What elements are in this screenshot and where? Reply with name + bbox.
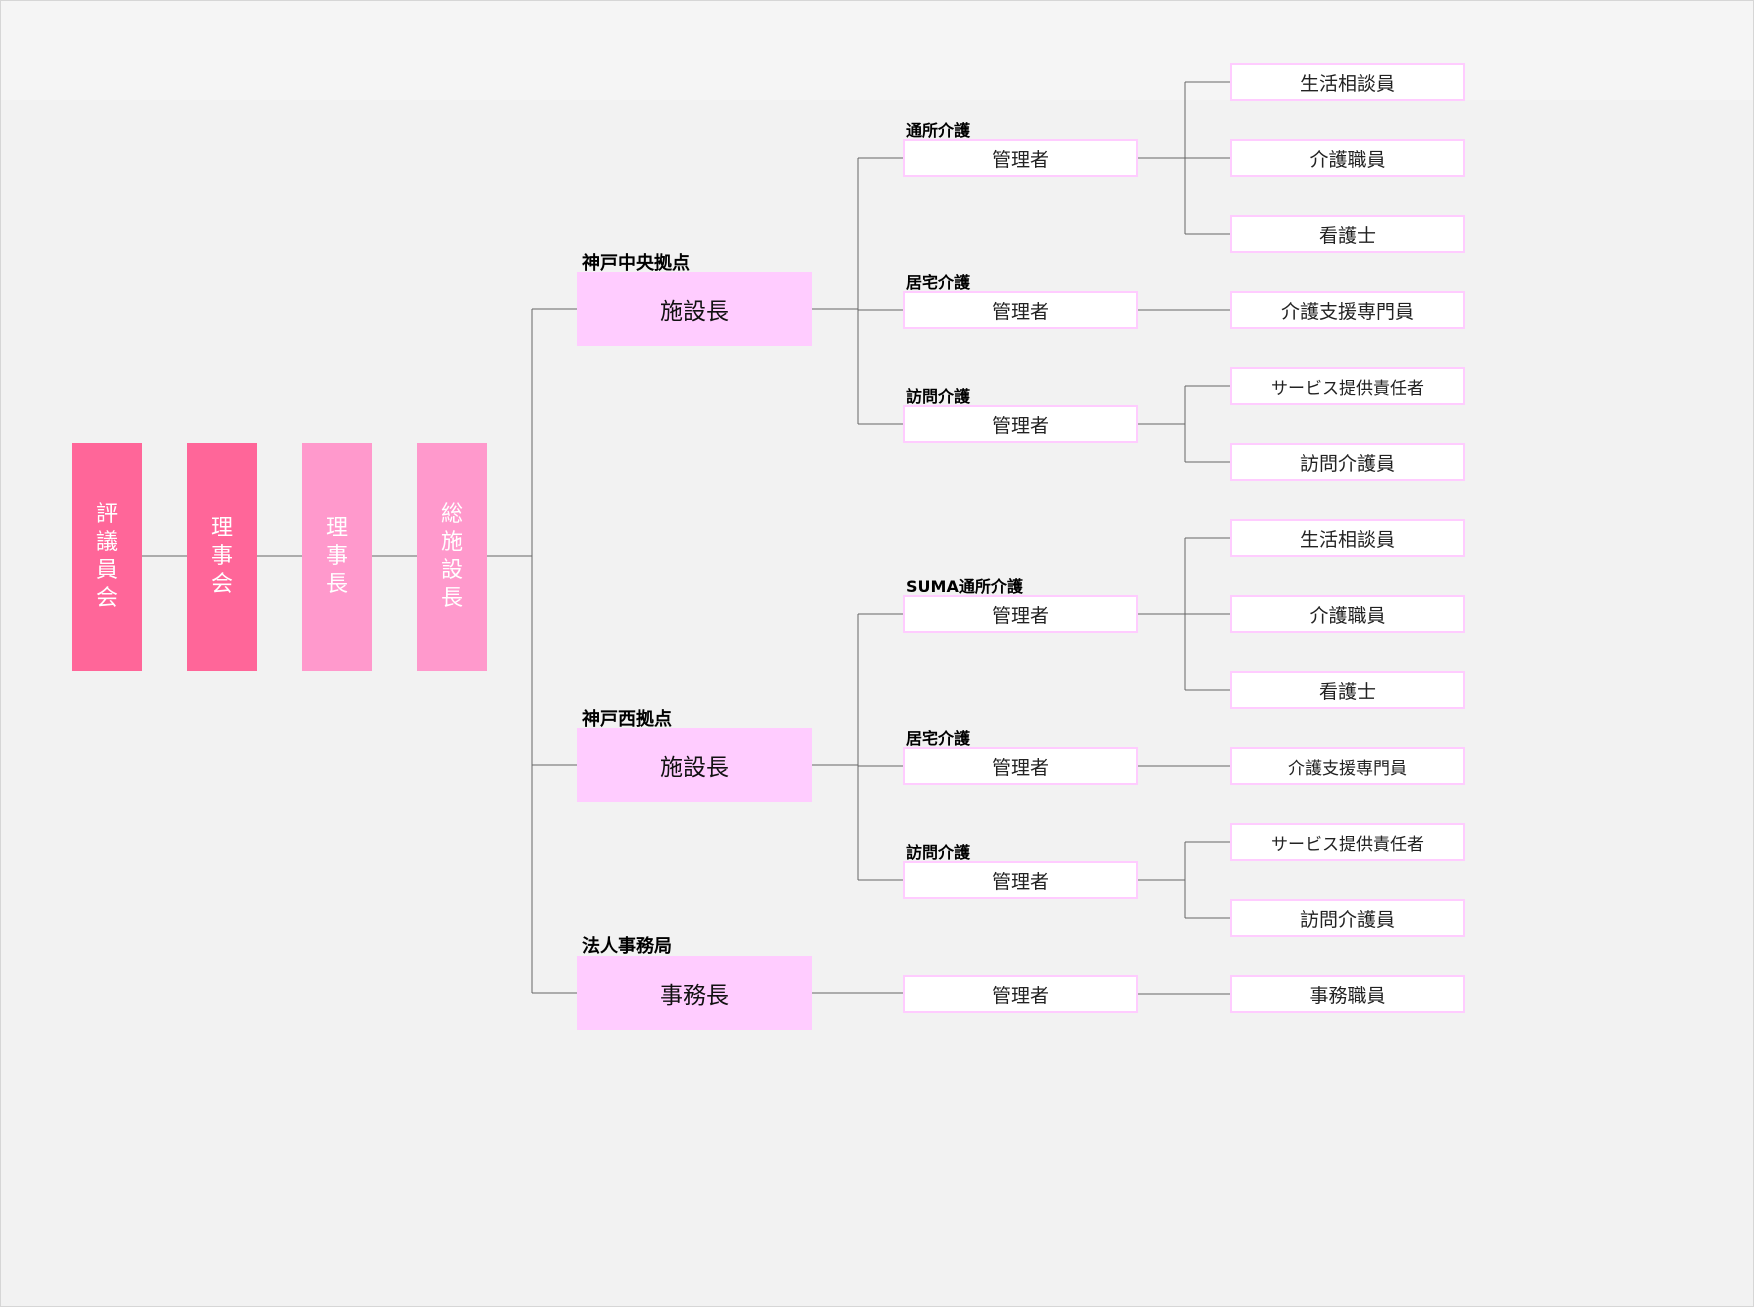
board-box: 理事会 (187, 443, 257, 671)
manager-box: 管理者 (903, 595, 1138, 633)
general-director-box: 総施設長 (417, 443, 487, 671)
staff-box: 介護職員 (1230, 595, 1465, 633)
staff-box: 看護士 (1230, 215, 1465, 253)
staff-box: サービス提供責任者 (1230, 823, 1465, 861)
unit-label: 通所介護 (906, 121, 971, 140)
staff-box: 生活相談員 (1230, 519, 1465, 557)
general-director-label: 総施設長 (440, 502, 463, 611)
unit-label: 訪問介護 (906, 387, 971, 406)
manager-box: 管理者 (903, 291, 1138, 329)
staff-box: 介護支援専門員 (1230, 747, 1465, 785)
council-label: 評議員会 (95, 502, 118, 611)
office-head-box: 事務長 (577, 956, 812, 1030)
staff-box: 事務職員 (1230, 975, 1465, 1013)
unit-label: 居宅介護 (906, 273, 971, 292)
staff-box: 介護支援専門員 (1230, 291, 1465, 329)
chairman-box: 理事長 (302, 443, 372, 671)
chairman-label: 理事長 (325, 516, 348, 597)
section-label: 神戸西拠点 (582, 709, 672, 730)
council-box: 評議員会 (72, 443, 142, 671)
manager-box: 管理者 (903, 975, 1138, 1013)
staff-box: 訪問介護員 (1230, 443, 1465, 481)
unit-label: SUMA通所介護 (906, 577, 1023, 596)
manager-box: 管理者 (903, 405, 1138, 443)
staff-box: 生活相談員 (1230, 63, 1465, 101)
manager-box: 管理者 (903, 861, 1138, 899)
unit-label: 居宅介護 (906, 729, 971, 748)
section-label: 神戸中央拠点 (582, 253, 690, 274)
staff-box: 看護士 (1230, 671, 1465, 709)
manager-box: 管理者 (903, 139, 1138, 177)
manager-box: 管理者 (903, 747, 1138, 785)
section-label: 法人事務局 (582, 936, 672, 957)
staff-box: 介護職員 (1230, 139, 1465, 177)
facility-head-box: 施設長 (577, 728, 812, 802)
staff-box: サービス提供責任者 (1230, 367, 1465, 405)
board-label: 理事会 (210, 516, 233, 597)
facility-head-box: 施設長 (577, 272, 812, 346)
unit-label: 訪問介護 (906, 843, 971, 862)
staff-box: 訪問介護員 (1230, 899, 1465, 937)
